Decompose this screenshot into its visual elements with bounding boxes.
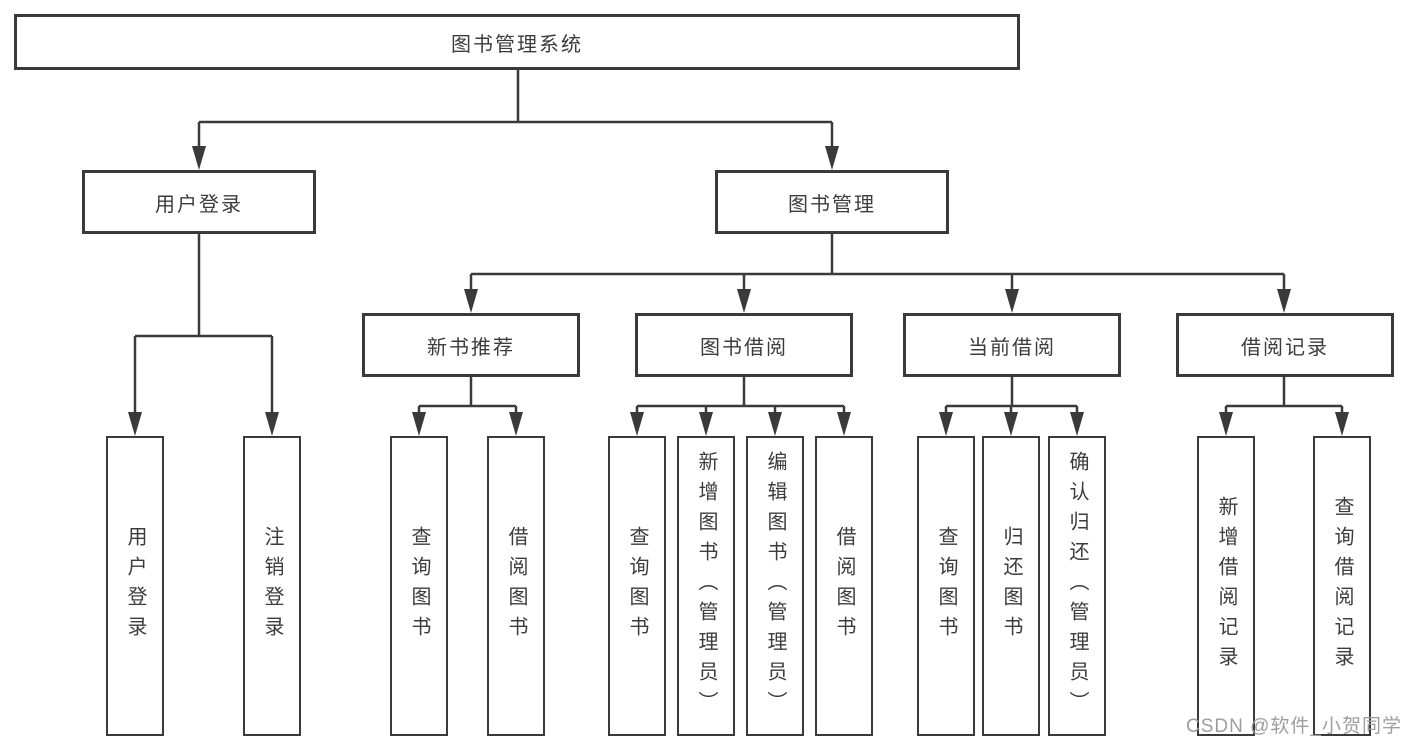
node-new-book-recommend: 新书推荐 — [362, 313, 580, 377]
leaf-add-borrow-record: 新增借阅记录 — [1197, 436, 1255, 736]
node-current-borrow: 当前借阅 — [903, 313, 1121, 377]
leaf-add-borrow-record-label: 新增借阅记录 — [1215, 496, 1237, 676]
leaf-borrow-books-2-label: 借阅图书 — [833, 526, 855, 646]
leaf-logout: 注销登录 — [243, 436, 301, 736]
node-library-system-label: 图书管理系统 — [451, 33, 583, 56]
leaf-query-books-1-label: 查询图书 — [408, 526, 430, 646]
node-book-management: 图书管理 — [715, 170, 949, 234]
leaf-edit-book-admin-label: 编辑图书（管理员） — [764, 451, 786, 721]
node-book-borrow-label: 图书借阅 — [700, 336, 788, 359]
leaf-user-login: 用户登录 — [106, 436, 164, 736]
leaf-query-books-2: 查询图书 — [608, 436, 666, 736]
leaf-query-books-3: 查询图书 — [917, 436, 975, 736]
leaf-logout-label: 注销登录 — [261, 526, 283, 646]
node-borrow-records: 借阅记录 — [1176, 313, 1394, 377]
leaf-edit-book-admin: 编辑图书（管理员） — [746, 436, 804, 736]
node-user-login: 用户登录 — [82, 170, 316, 234]
leaf-query-books-2-label: 查询图书 — [626, 526, 648, 646]
leaf-confirm-return-admin-label: 确认归还（管理员） — [1066, 451, 1088, 721]
leaf-add-book-admin: 新增图书（管理员） — [677, 436, 735, 736]
node-book-borrow: 图书借阅 — [635, 313, 853, 377]
leaf-user-login-label: 用户登录 — [124, 526, 146, 646]
node-user-login-label: 用户登录 — [155, 193, 243, 216]
leaf-query-borrow-record-label: 查询借阅记录 — [1331, 496, 1353, 676]
leaf-borrow-books-2: 借阅图书 — [815, 436, 873, 736]
node-borrow-records-label: 借阅记录 — [1241, 336, 1329, 359]
node-new-book-recommend-label: 新书推荐 — [427, 336, 515, 359]
leaf-borrow-books-1-label: 借阅图书 — [505, 526, 527, 646]
leaf-return-book: 归还图书 — [982, 436, 1040, 736]
leaf-confirm-return-admin: 确认归还（管理员） — [1048, 436, 1106, 736]
leaf-query-borrow-record: 查询借阅记录 — [1313, 436, 1371, 736]
node-book-management-label: 图书管理 — [788, 193, 876, 216]
leaf-return-book-label: 归还图书 — [1000, 526, 1022, 646]
leaf-add-book-admin-label: 新增图书（管理员） — [695, 451, 717, 721]
node-current-borrow-label: 当前借阅 — [968, 336, 1056, 359]
leaf-borrow-books-1: 借阅图书 — [487, 436, 545, 736]
leaf-query-books-1: 查询图书 — [390, 436, 448, 736]
node-library-system: 图书管理系统 — [14, 14, 1020, 70]
leaf-query-books-3-label: 查询图书 — [935, 526, 957, 646]
watermark: CSDN @软件_小贺同学 — [1186, 716, 1402, 737]
